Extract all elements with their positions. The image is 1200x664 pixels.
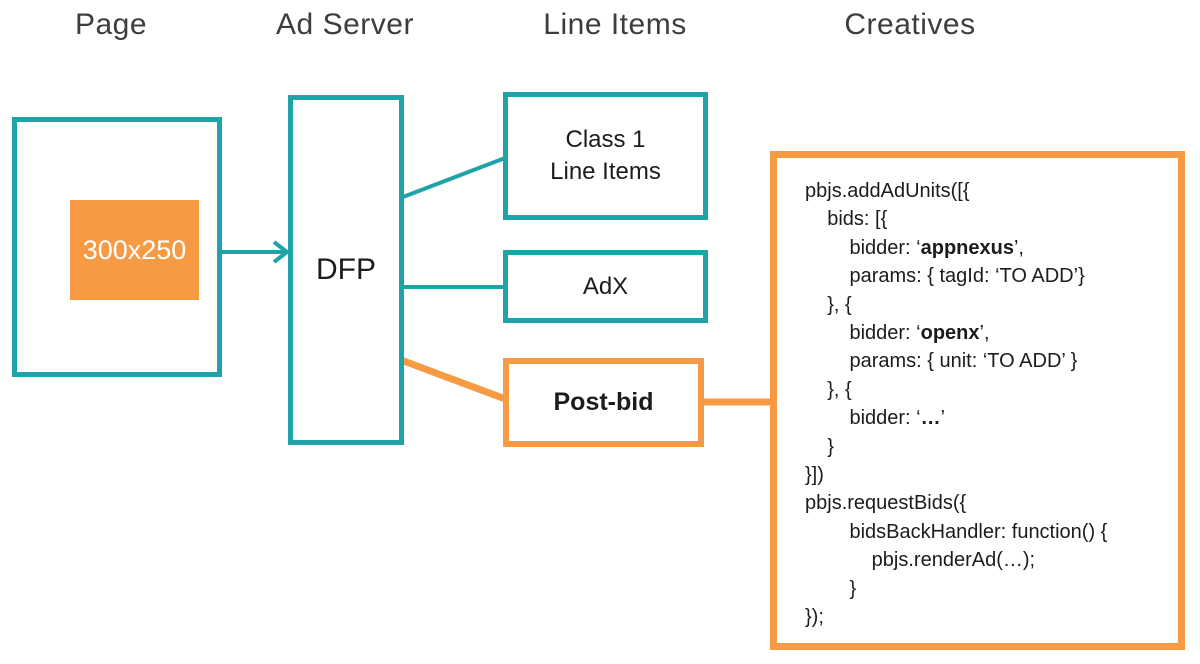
column-header-creatives: Creatives	[844, 8, 976, 41]
code-line: });	[805, 606, 824, 629]
creatives-code-box: pbjs.addAdUnits([{ bids: [{ bidder: ‘app…	[770, 151, 1185, 650]
adx-box: AdX	[503, 250, 708, 323]
code-line: }	[805, 435, 834, 458]
connector-dfp-to-class1	[402, 156, 506, 199]
column-header-page: Page	[74, 8, 148, 41]
code-line: params: { unit: ‘TO ADD’ }	[805, 350, 1078, 373]
code-line: bidsBackHandler: function() {	[805, 520, 1108, 543]
code-block: pbjs.addAdUnits([{ bids: [{ bidder: ‘app…	[777, 158, 1178, 632]
postbid-label: Post-bid	[553, 388, 654, 416]
column-header-ad-server: Ad Server	[276, 8, 414, 41]
postbid-box: Post-bid	[503, 358, 704, 447]
code-line: bidder: ‘appnexus’,	[805, 236, 1024, 259]
ad-slot-300x250: 300x250	[70, 200, 199, 300]
code-line: bidder: ‘openx’,	[805, 322, 990, 345]
class1-line-items-box: Class 1 Line Items	[503, 92, 708, 220]
dfp-label: DFP	[316, 253, 376, 286]
ad-slot-label: 300x250	[82, 234, 187, 265]
connector-dfp-to-postbid	[399, 356, 510, 404]
code-line: }	[805, 577, 857, 600]
dfp-box: DFP	[288, 95, 404, 445]
code-line: pbjs.requestBids({	[805, 492, 967, 515]
code-line: pbjs.addAdUnits([{	[805, 180, 970, 202]
code-line: }])	[805, 464, 824, 487]
code-line: bids: [{	[805, 208, 888, 231]
code-line: }, {	[805, 378, 852, 401]
class1-label: Class 1 Line Items	[550, 126, 661, 185]
code-line: bidder: ‘…’	[805, 407, 946, 430]
column-header-line-items: Line Items	[543, 8, 687, 41]
code-line: pbjs.renderAd(…);	[805, 549, 1036, 572]
code-line: }, {	[805, 293, 852, 316]
code-line: params: { tagId: ‘TO ADD’}	[805, 265, 1085, 288]
adx-label: AdX	[582, 272, 629, 300]
